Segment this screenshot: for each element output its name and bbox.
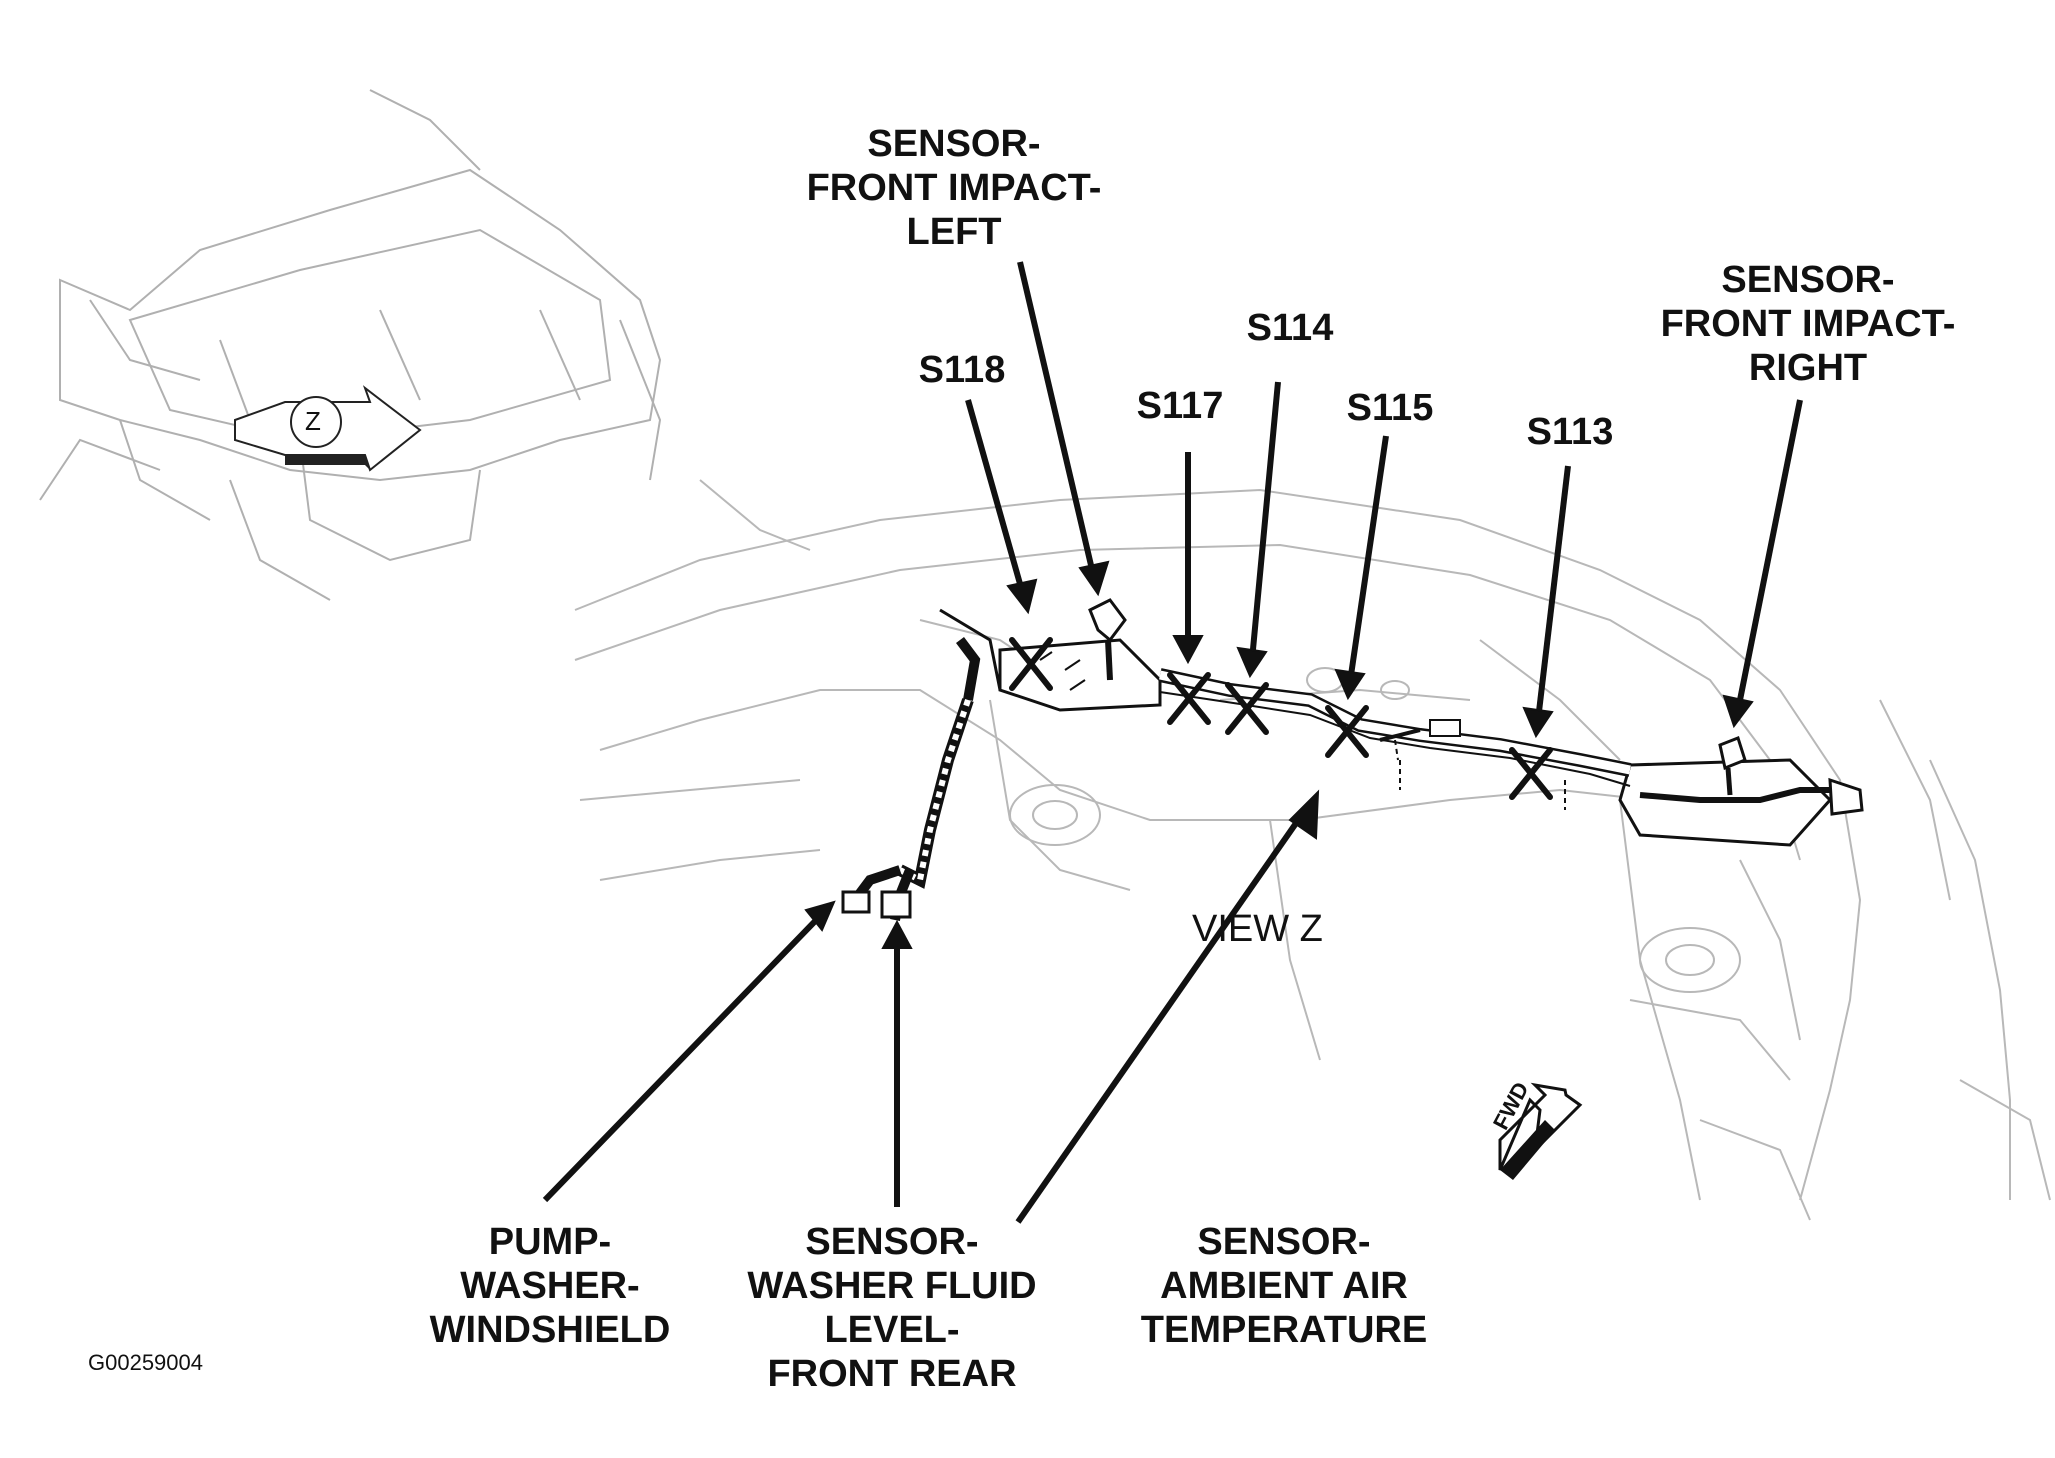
label-splice-s117: S117 (1136, 385, 1224, 427)
splice-x-s118 (1009, 637, 1053, 691)
label-sensor-washer-fluid-level: SENSOR- WASHER FLUID LEVEL- FRONT REAR (747, 1220, 1036, 1396)
label-sensor-front-impact-left: SENSOR- FRONT IMPACT- LEFT (807, 122, 1102, 254)
label-line: WASHER FLUID (747, 1265, 1037, 1307)
label-line: PUMP- (488, 1221, 612, 1263)
view-marker-letter: Z (305, 406, 321, 436)
label-line: SENSOR- (805, 1221, 979, 1263)
label-sensor-ambient-air-temperature: SENSOR- AMBIENT AIR TEMPERATURE (1141, 1220, 1427, 1352)
label-line: FRONT IMPACT- (806, 167, 1102, 209)
view-z-arrow-icon (234, 385, 422, 472)
figure-code: G00259004 (88, 1350, 203, 1375)
fwd-arrow-icon (1498, 1082, 1583, 1180)
label-splice-s115: S115 (1346, 387, 1434, 429)
label-line: SENSOR- (1197, 1221, 1371, 1263)
splice-x-s113 (1509, 747, 1553, 800)
label-splice-s118: S118 (918, 349, 1006, 391)
label-line: TEMPERATURE (1140, 1309, 1428, 1351)
vehicle-overview-inset (39, 89, 662, 601)
wiring-harness (841, 598, 1864, 921)
front-end-structure (574, 479, 2051, 1221)
splice-x-s114 (1225, 682, 1269, 735)
leader-lines (542, 261, 1803, 1224)
splice-markers (1009, 637, 1553, 800)
label-line: FRONT IMPACT- (1660, 303, 1956, 345)
splice-x-s115 (1325, 705, 1369, 758)
label-line: WINDSHIELD (429, 1309, 671, 1351)
label-line: RIGHT (1748, 347, 1868, 389)
label-pump-washer-windshield: PUMP- WASHER- WINDSHIELD (430, 1220, 671, 1352)
label-line: SENSOR- (867, 123, 1041, 165)
label-sensor-front-impact-right: SENSOR- FRONT IMPACT- RIGHT (1661, 258, 1956, 390)
label-line: LEVEL- (824, 1309, 960, 1351)
label-line: LEFT (906, 211, 1002, 253)
label-splice-s113: S113 (1526, 411, 1614, 453)
label-splice-s114: S114 (1246, 307, 1334, 349)
label-line: SENSOR- (1721, 259, 1895, 301)
label-line: WASHER- (460, 1265, 640, 1307)
label-line: AMBIENT AIR (1160, 1265, 1408, 1307)
label-line: FRONT REAR (767, 1353, 1017, 1395)
view-z-label: VIEW Z (1192, 908, 1323, 950)
splice-x-s117 (1167, 672, 1211, 725)
